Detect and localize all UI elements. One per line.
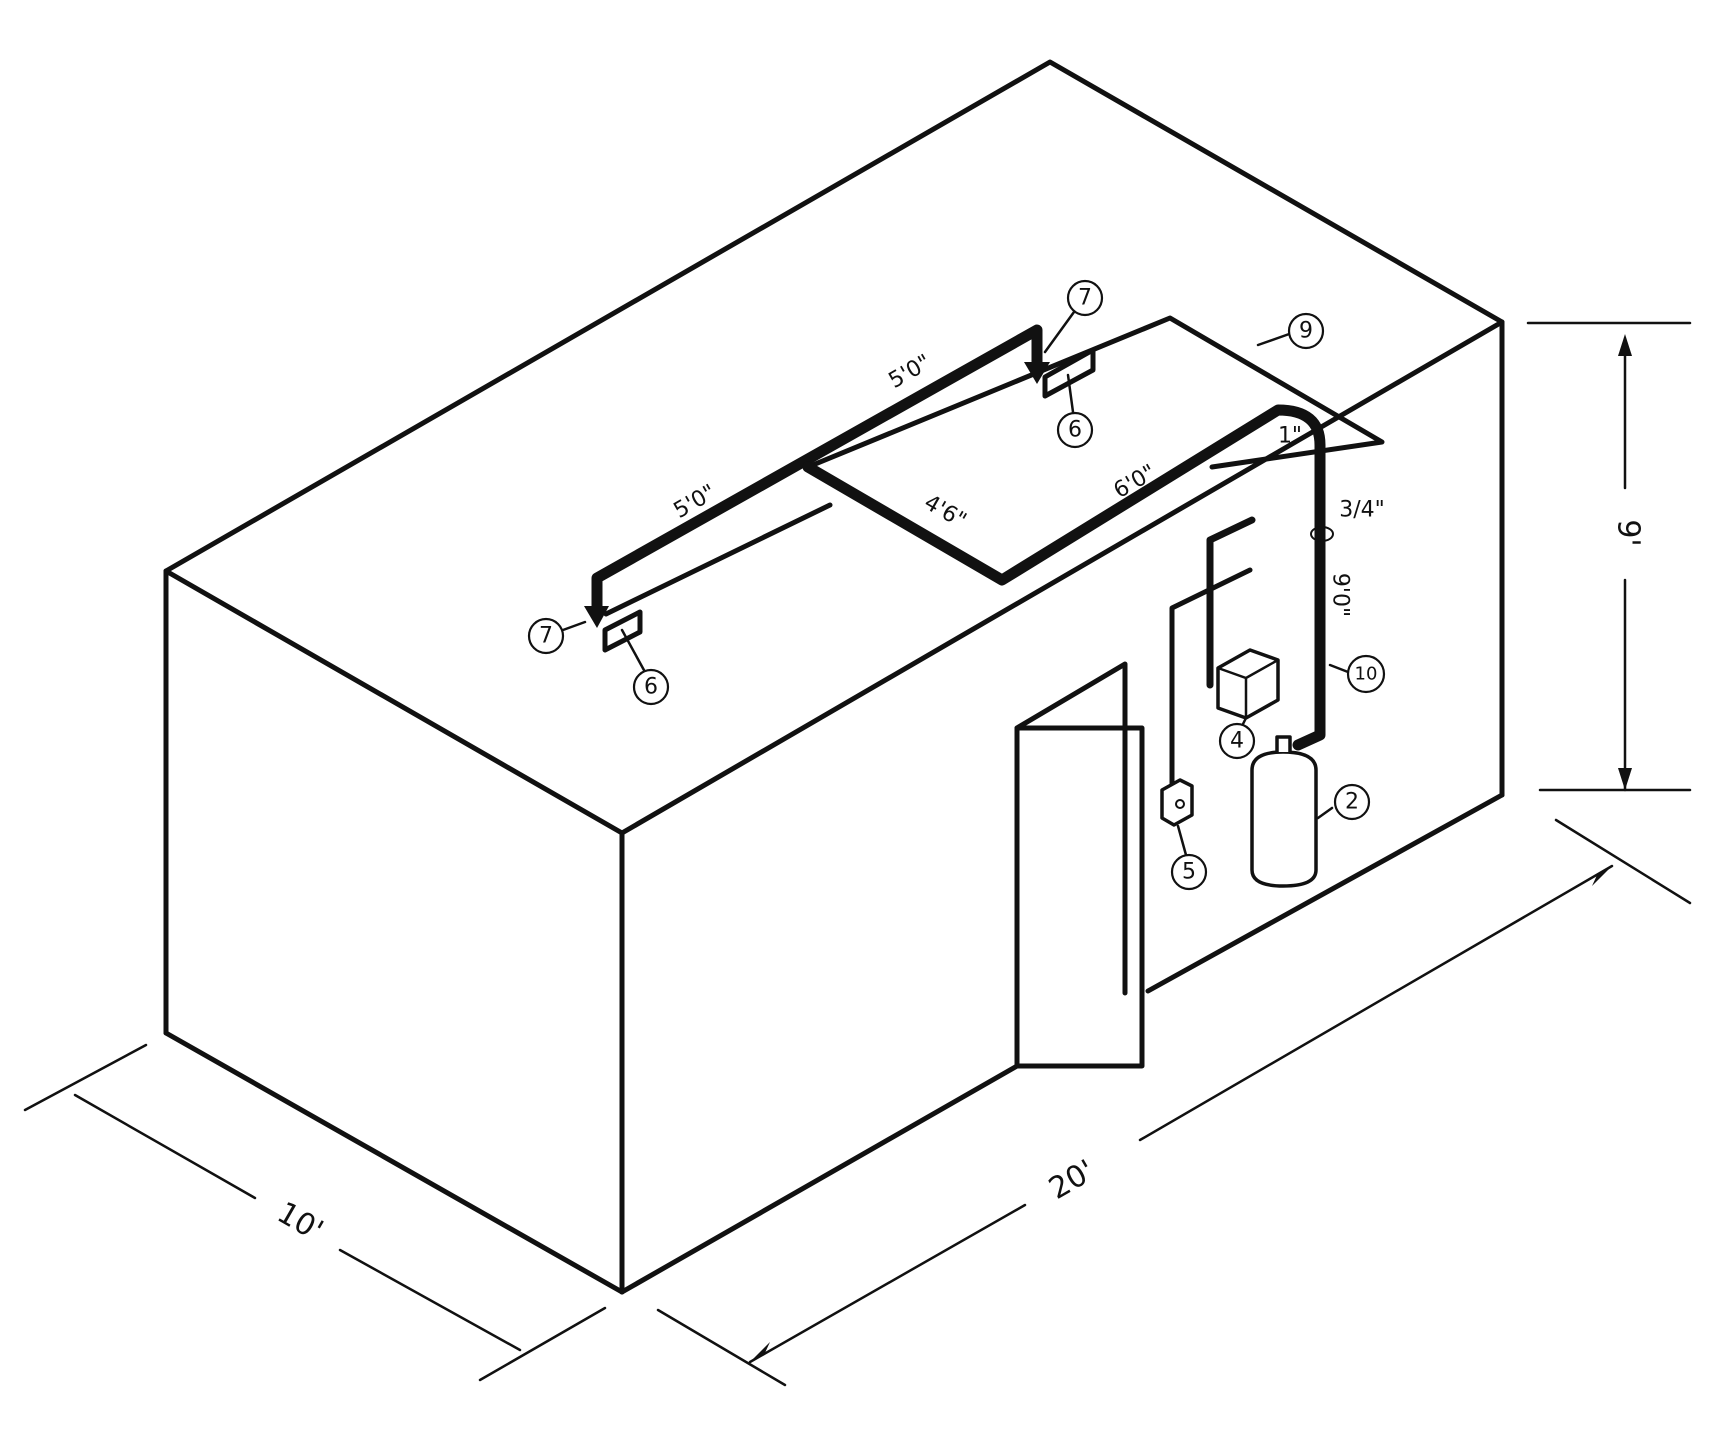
bracket-rear [1042,347,1096,414]
room-front-bottom-edge-right [1145,792,1505,994]
dim-20-label: 20' [1043,1153,1101,1207]
bracket-left-body [602,609,643,653]
tank-valve [1275,735,1292,752]
nozzle-left-arrow [584,606,609,628]
door-leaf [1014,725,1145,1069]
callout-5: 5 [1170,853,1208,891]
bracket-left [602,609,647,674]
dim-10-label: 10' [271,1195,329,1249]
pipe-cross-run [802,404,1326,751]
dim-10-ext-right [478,1306,607,1382]
piping [584,324,1350,793]
label-main-size: 1" [1278,424,1302,449]
control-box-top [1216,658,1280,720]
dim-9-label: 9' [1611,519,1646,546]
dim-20-arrow-left [750,1342,770,1362]
callout-10: 10 [1346,654,1386,694]
bracket-rear-body [1042,347,1096,399]
detection-line [603,315,1385,617]
callout-10-leader [1328,663,1350,674]
dim-20-line-a [748,1203,1027,1364]
bracket-rear-leader [1066,373,1075,414]
callout-7-rear-leader [1043,310,1076,354]
detection-loop-outline [805,315,1385,470]
room-box [163,59,1505,1295]
dimension-10ft: 10' [23,1043,607,1382]
dimension-9ft: 9' [1526,321,1692,792]
dimension-20ft: 20' [656,818,1692,1387]
nozzle-rear-arrow [1024,362,1050,384]
svg-text:7: 7 [539,624,553,649]
svg-text:5: 5 [1182,860,1196,885]
svg-text:7: 7 [1078,286,1092,311]
label-drop: 9'0" [1328,573,1353,617]
pipe-main-run [591,324,1043,616]
callout-6-left: 6 [632,668,670,706]
svg-text:9: 9 [1299,319,1313,344]
door [1014,661,1145,1069]
callout-4: 4 [1218,722,1256,760]
svg-text:4: 4 [1230,729,1244,754]
agent-tank [1250,735,1334,888]
detection-left-run [603,502,833,617]
dim-10-ext-left [23,1043,148,1112]
door-frame [1014,661,1128,1069]
callout-7-left-leader [561,620,587,632]
callout-9: 9 [1287,312,1325,350]
dim-9-arrow-bottom [1618,768,1632,790]
svg-text:10: 10 [1355,664,1378,685]
switch-box [1160,778,1194,857]
control-box-body [1216,648,1280,720]
room-front-bottom-edge-left [619,1063,1020,1295]
bracket-left-leader [620,628,647,674]
dim-10-line-a [73,1093,257,1200]
dim-10-line-b [338,1248,522,1352]
branch-pipe-upper [1206,516,1256,689]
dim-20-arrow-right [1592,866,1612,886]
dim-20-ext-left [656,1308,787,1387]
dim-20-ext-right [1554,818,1692,905]
label-cross-run: 4'6" [920,490,971,534]
svg-text:2: 2 [1345,790,1359,815]
control-box [1216,648,1280,732]
callout-5-leader [1176,824,1188,857]
callout-7-left: 7 [527,617,587,655]
branch-pipe-lower [1169,567,1253,793]
switch-box-knob [1175,799,1185,809]
callout-2-leader [1316,806,1334,820]
svg-text:6: 6 [1068,418,1082,443]
tank-body [1250,750,1318,888]
label-branch-size: 3/4" [1339,498,1385,523]
branch-tee-symbol [1310,526,1334,542]
room-left-bottom-edge [163,1030,625,1295]
dim-20-line-b [1138,864,1614,1142]
callout-7-rear: 7 [1043,279,1104,354]
callout-9-leader [1256,331,1294,347]
callout-2: 2 [1333,783,1371,821]
callout-6-rear: 6 [1056,411,1094,449]
dim-9-arrow-top [1618,334,1632,356]
svg-text:6: 6 [644,675,658,700]
